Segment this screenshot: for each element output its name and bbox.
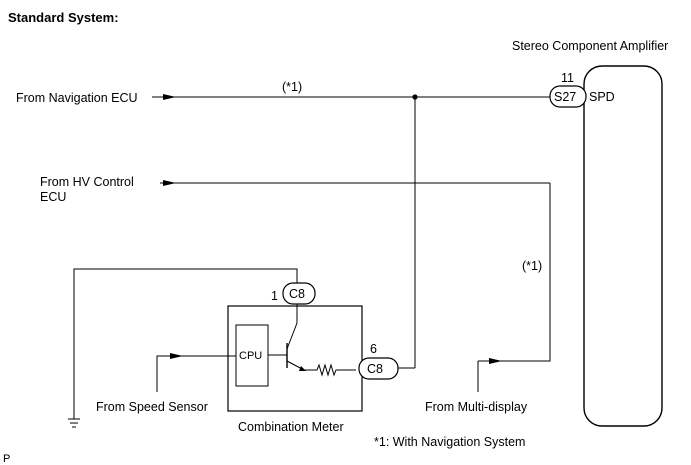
- hv-ecu-label-line1: From HV Control: [40, 175, 134, 189]
- amplifier-label: Stereo Component Amplifier: [512, 39, 668, 53]
- upper-connector: [282, 282, 316, 305]
- speed-sensor-wire: [156, 355, 236, 392]
- navigation-ecu-arrow: [163, 94, 176, 100]
- multi-display-label: From Multi-display: [425, 400, 528, 414]
- ground-wire: [73, 268, 298, 419]
- cpu-label: CPU: [239, 350, 262, 362]
- speed-sensor-arrow: [170, 353, 183, 359]
- combination-meter-label: Combination Meter: [238, 420, 344, 434]
- output-connector-label: C8: [367, 362, 383, 376]
- hv-ecu-label-line2: ECU: [40, 190, 66, 204]
- upper-connector-pin-number: 1: [271, 289, 278, 303]
- upper-connector-label: C8: [289, 287, 305, 301]
- navigation-ecu-label: From Navigation ECU: [16, 91, 138, 105]
- output-connector: [358, 357, 399, 380]
- amplifier-pin-number: 11: [561, 71, 574, 85]
- ground-icon: [68, 418, 80, 428]
- nav-line-note: (*1): [282, 80, 302, 94]
- amplifier-terminal: SPD: [589, 90, 615, 104]
- multi-display-arrow: [489, 358, 502, 364]
- amplifier-box: [583, 65, 663, 427]
- speed-sensor-label: From Speed Sensor: [96, 400, 208, 414]
- diagram-title: Standard System:: [8, 10, 119, 25]
- corner-mark: P: [3, 453, 10, 465]
- amplifier-connector-label: S27: [554, 90, 576, 104]
- footnote: *1: With Navigation System: [374, 435, 525, 449]
- multi-display-note: (*1): [522, 259, 542, 273]
- resistor-icon: [304, 363, 356, 377]
- output-connector-pin-number: 6: [370, 342, 377, 356]
- hv-ecu-arrow: [163, 180, 176, 186]
